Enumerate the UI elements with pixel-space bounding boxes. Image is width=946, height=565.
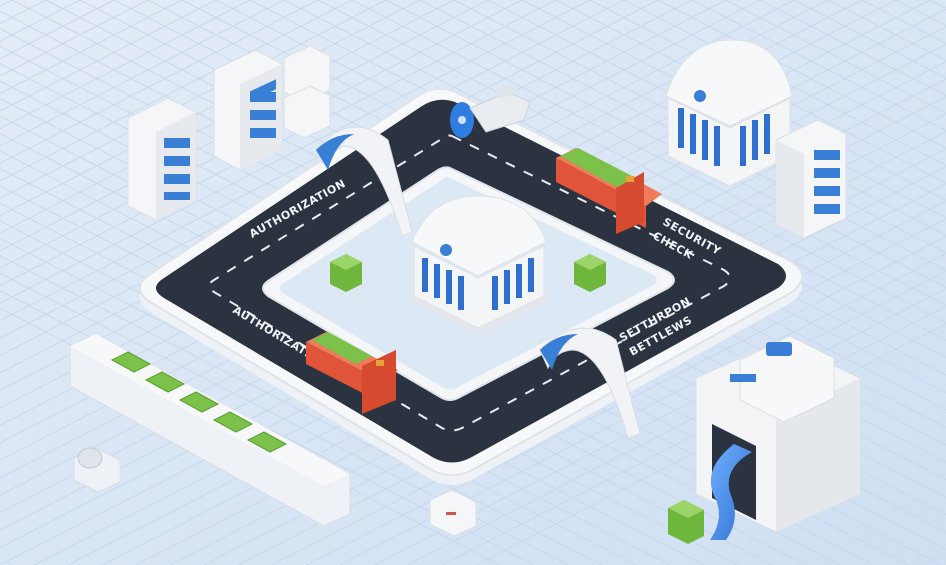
bank-building-icon — [410, 195, 548, 334]
grid-line — [0, 290, 535, 565]
cash-stack-icon — [574, 254, 606, 292]
cash-cart-icon — [306, 332, 398, 414]
grid-line — [419, 0, 946, 271]
server-rack-icon — [127, 97, 197, 221]
grid-line — [623, 0, 946, 166]
server-rack-icon — [283, 45, 331, 139]
grid-line — [691, 0, 946, 132]
grid-line — [0, 0, 659, 339]
grid-line — [0, 0, 387, 199]
grid-line — [0, 0, 591, 304]
grid-line — [351, 0, 946, 306]
grid-line — [759, 0, 946, 97]
grid-line — [385, 0, 946, 289]
grid-line — [475, 323, 946, 565]
grid-line — [0, 272, 569, 565]
grid-line — [0, 0, 319, 164]
tunnel-arch-icon — [315, 126, 413, 237]
tape-roll-icon — [73, 447, 121, 493]
cash-stack-icon — [330, 254, 362, 292]
server-rack-icon — [775, 119, 847, 239]
bank-building-icon — [665, 39, 793, 187]
grid-line — [407, 288, 946, 565]
grid-line — [339, 253, 946, 565]
cash-stack-icon — [668, 500, 704, 544]
tunnel-arch-icon — [539, 327, 641, 439]
conveyor-icon — [69, 333, 351, 527]
blue-ribbon-icon — [710, 444, 752, 540]
grid-line — [725, 0, 946, 114]
grid-line — [373, 270, 946, 565]
grid-line — [0, 0, 523, 269]
cash-cart-icon — [556, 148, 662, 234]
grid-line — [0, 0, 251, 129]
grid-line — [0, 0, 353, 182]
grid-line — [0, 0, 285, 147]
server-rack-icon — [213, 49, 283, 171]
grid-line — [441, 305, 946, 565]
grid-line — [0, 0, 217, 112]
grid-line — [305, 235, 946, 565]
satellite-dish-icon — [450, 83, 531, 138]
grid-line — [283, 0, 946, 341]
small-box-icon — [429, 489, 477, 537]
grid-line — [453, 0, 946, 254]
grid-line — [657, 0, 946, 149]
grid-line — [0, 0, 557, 287]
